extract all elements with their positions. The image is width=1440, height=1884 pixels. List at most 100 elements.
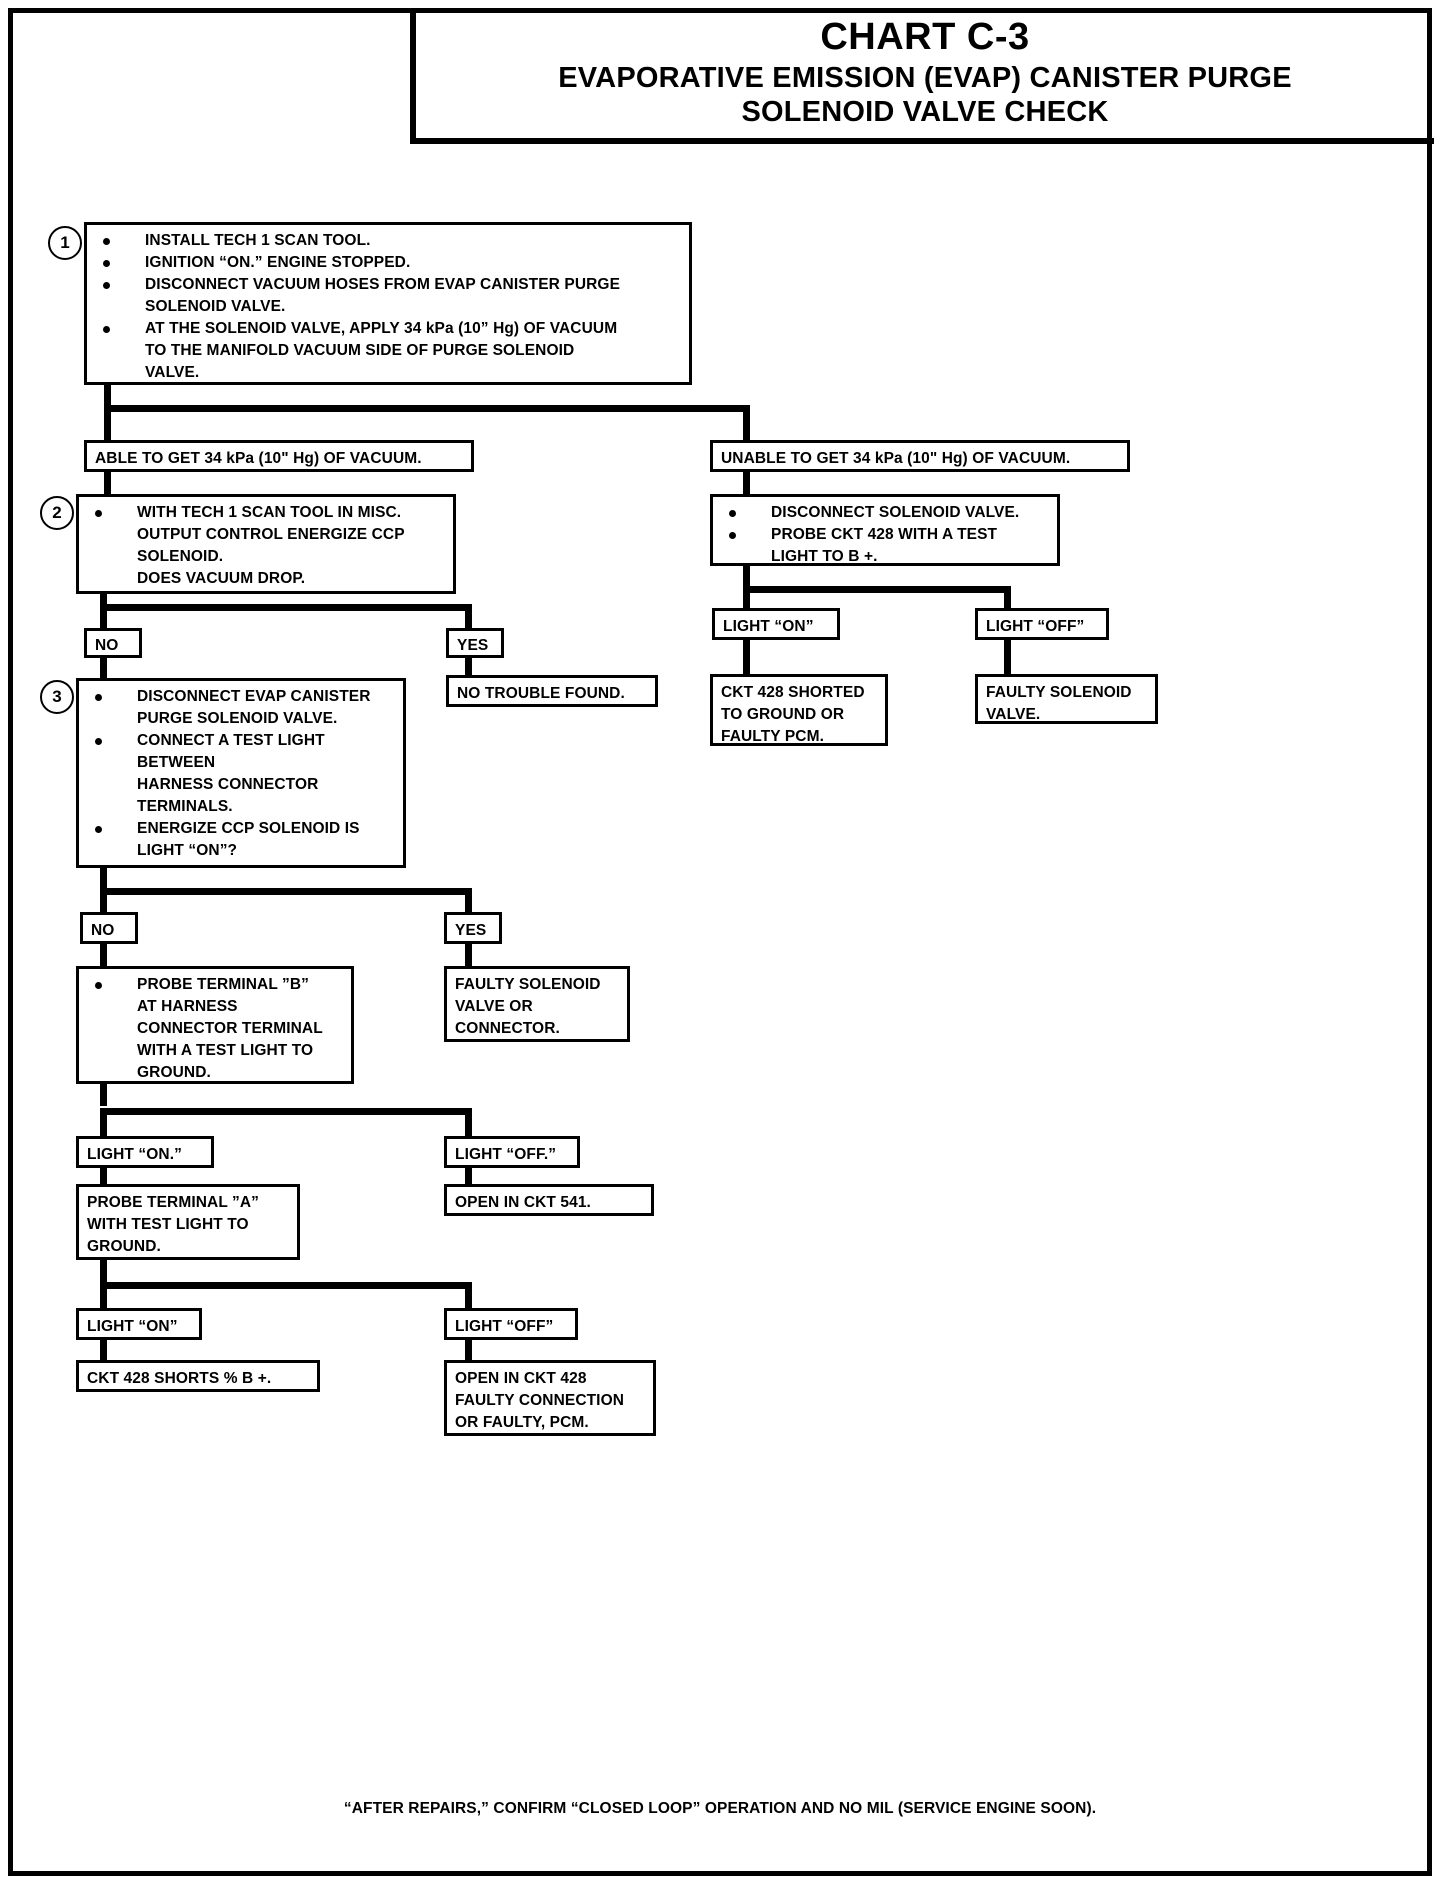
probe-a-line3: GROUND. bbox=[87, 1238, 161, 1255]
connector-step2-no-down bbox=[100, 604, 107, 628]
faulty-conn-line1: FAULTY SOLENOID bbox=[455, 976, 601, 993]
title-block: CHART C-3 EVAPORATIVE EMISSION (EVAP) CA… bbox=[410, 8, 1434, 144]
connector-step3-yes-down bbox=[465, 888, 472, 912]
connector-step2-yes-down bbox=[465, 604, 472, 628]
box3-line-2b: BETWEEN bbox=[137, 754, 216, 771]
box2-bullet-1: WITH TECH 1 SCAN TOOL IN MISC. bbox=[87, 502, 445, 524]
footer-note: “AFTER REPAIRS,” CONFIRM “CLOSED LOOP” O… bbox=[343, 1800, 1097, 1817]
box2-line-2: OUTPUT CONTROL ENERGIZE CCP bbox=[137, 526, 405, 543]
connector-step2-down bbox=[100, 594, 107, 608]
connector-right-off-down bbox=[1004, 586, 1011, 608]
connector-probea-on-down bbox=[100, 1282, 107, 1310]
connector-right-split bbox=[743, 586, 1011, 593]
step-marker-3: 3 bbox=[40, 680, 74, 714]
ckt428-line1: CKT 428 SHORTED bbox=[721, 684, 865, 701]
connector-right-on-down bbox=[743, 586, 750, 608]
box-right-probe-instructions: DISCONNECT SOLENOID VALVE. PROBE CKT 428… bbox=[710, 494, 1060, 566]
label-light-on-4: LIGHT “ON” bbox=[76, 1308, 202, 1340]
box2-line-3: SOLENOID. bbox=[137, 548, 224, 565]
faulty-conn-line2: VALVE OR bbox=[455, 998, 533, 1015]
connector-lightoff4-down bbox=[465, 1340, 472, 1360]
box-probe-terminal-b: PROBE TERMINAL ”B” AT HARNESS CONNECTOR … bbox=[76, 966, 354, 1084]
label-light-off-right: LIGHT “OFF” bbox=[975, 608, 1109, 640]
chart-title: EVAPORATIVE EMISSION (EVAP) CANISTER PUR… bbox=[416, 61, 1434, 131]
probe-b-line4: WITH A TEST LIGHT TO bbox=[137, 1042, 314, 1059]
ckt428-line3: FAULTY PCM. bbox=[721, 728, 825, 745]
box-faulty-solenoid-valve: FAULTY SOLENOID VALVE. bbox=[975, 674, 1158, 724]
box3-line-2c: HARNESS CONNECTOR bbox=[137, 776, 319, 793]
connector-step2-split bbox=[100, 604, 472, 611]
step-marker-2: 2 bbox=[40, 496, 74, 530]
label-light-on-3: LIGHT “ON.” bbox=[76, 1136, 214, 1168]
box-able-vacuum: ABLE TO GET 34 kPa (10" Hg) OF VACUUM. bbox=[84, 440, 474, 472]
label-no-2: NO bbox=[80, 912, 138, 944]
connector-box1-down bbox=[104, 385, 111, 409]
faulty-conn-line3: CONNECTOR. bbox=[455, 1020, 560, 1037]
right-bullet-2-cont: LIGHT TO B +. bbox=[771, 548, 878, 565]
connector-step3-down bbox=[100, 868, 107, 890]
box-faulty-solenoid-or-connector: FAULTY SOLENOID VALVE OR CONNECTOR. bbox=[444, 966, 630, 1042]
box-probe-terminal-a: PROBE TERMINAL ”A” WITH TEST LIGHT TO GR… bbox=[76, 1184, 300, 1260]
ckt428-line2: TO GROUND OR bbox=[721, 706, 845, 723]
box-ckt428-shorts-b: CKT 428 SHORTS % B +. bbox=[76, 1360, 320, 1392]
connector-lighton4-down bbox=[100, 1340, 107, 1360]
page-border bbox=[8, 8, 1432, 1876]
connector-probea-split bbox=[100, 1282, 472, 1289]
box1-bullet-4: AT THE SOLENOID VALVE, APPLY 34 kPa (10”… bbox=[95, 318, 681, 340]
probe-b-line2: AT HARNESS bbox=[137, 998, 238, 1015]
label-light-off-3: LIGHT “OFF.” bbox=[444, 1136, 580, 1168]
connector-right-test-down bbox=[743, 566, 750, 590]
connector-probeb-down bbox=[100, 1084, 107, 1106]
label-yes-1: YES bbox=[446, 628, 504, 658]
connector-probeb-on-down bbox=[100, 1108, 107, 1136]
box-open-ckt541: OPEN IN CKT 541. bbox=[444, 1184, 654, 1216]
connector-left-branch-down bbox=[104, 405, 111, 440]
box1-bullet-4-cont1: TO THE MANIFOLD VACUUM SIDE OF PURGE SOL… bbox=[145, 342, 575, 359]
connector-yes2-down bbox=[465, 944, 472, 966]
label-light-on-right: LIGHT “ON” bbox=[712, 608, 840, 640]
connector-right-branch-down bbox=[743, 405, 750, 440]
box-step1-instructions: INSTALL TECH 1 SCAN TOOL. IGNITION “ON.”… bbox=[84, 222, 692, 385]
open428-line3: OR FAULTY, PCM. bbox=[455, 1414, 589, 1431]
probe-b-line1: PROBE TERMINAL ”B” bbox=[87, 974, 343, 996]
box-no-trouble-found: NO TROUBLE FOUND. bbox=[446, 675, 658, 707]
label-yes-2: YES bbox=[444, 912, 502, 944]
box-step3-instructions: DISCONNECT EVAP CANISTER PURGE SOLENOID … bbox=[76, 678, 406, 868]
faulty-sol-line2: VALVE. bbox=[986, 706, 1041, 723]
open428-line2: FAULTY CONNECTION bbox=[455, 1392, 625, 1409]
connector-step3-no-down bbox=[100, 888, 107, 912]
box-open-ckt428: OPEN IN CKT 428 FAULTY CONNECTION OR FAU… bbox=[444, 1360, 656, 1436]
connector-lighton3-down bbox=[100, 1168, 107, 1184]
box3-bullet-3: ENERGIZE CCP SOLENOID IS bbox=[87, 818, 395, 840]
box3-line-3b: LIGHT “ON”? bbox=[137, 842, 238, 859]
box1-bullet-1: INSTALL TECH 1 SCAN TOOL. bbox=[95, 230, 681, 252]
open428-line1: OPEN IN CKT 428 bbox=[455, 1370, 587, 1387]
label-no-1: NO bbox=[84, 628, 142, 658]
connector-probeb-off-down bbox=[465, 1108, 472, 1136]
connector-probea-off-down bbox=[465, 1282, 472, 1310]
connector-no1-to-step3 bbox=[100, 658, 107, 678]
box2-line-4: DOES VACUUM DROP. bbox=[137, 570, 306, 587]
box3-bullet-1: DISCONNECT EVAP CANISTER bbox=[87, 686, 395, 708]
right-bullet-1: DISCONNECT SOLENOID VALVE. bbox=[721, 502, 1049, 524]
box1-bullet-3: DISCONNECT VACUUM HOSES FROM EVAP CANIST… bbox=[95, 274, 681, 296]
box-ckt428-shorted-ground: CKT 428 SHORTED TO GROUND OR FAULTY PCM. bbox=[710, 674, 888, 746]
chart-number: CHART C-3 bbox=[820, 16, 1030, 58]
connector-able-to-step2 bbox=[104, 472, 111, 494]
label-light-off-4: LIGHT “OFF” bbox=[444, 1308, 578, 1340]
connector-lightoff3-down bbox=[465, 1168, 472, 1184]
connector-no2-down bbox=[100, 944, 107, 966]
probe-a-line2: WITH TEST LIGHT TO bbox=[87, 1216, 249, 1233]
faulty-sol-line1: FAULTY SOLENOID bbox=[986, 684, 1132, 701]
box1-bullet-4-cont2: VALVE. bbox=[145, 364, 200, 381]
chart-title-line2: SOLENOID VALVE CHECK bbox=[741, 96, 1109, 129]
connector-unable-to-test bbox=[743, 472, 750, 494]
connector-light-off-r-down bbox=[1004, 640, 1011, 674]
right-bullet-2: PROBE CKT 428 WITH A TEST bbox=[721, 524, 1049, 546]
connector-light-on-r-down bbox=[743, 640, 750, 674]
step-marker-1: 1 bbox=[48, 226, 82, 260]
probe-b-line5: GROUND. bbox=[137, 1064, 211, 1081]
box-unable-vacuum: UNABLE TO GET 34 kPa (10" Hg) OF VACUUM. bbox=[710, 440, 1130, 472]
probe-b-line3: CONNECTOR TERMINAL bbox=[137, 1020, 323, 1037]
box1-bullet-2: IGNITION “ON.” ENGINE STOPPED. bbox=[95, 252, 681, 274]
